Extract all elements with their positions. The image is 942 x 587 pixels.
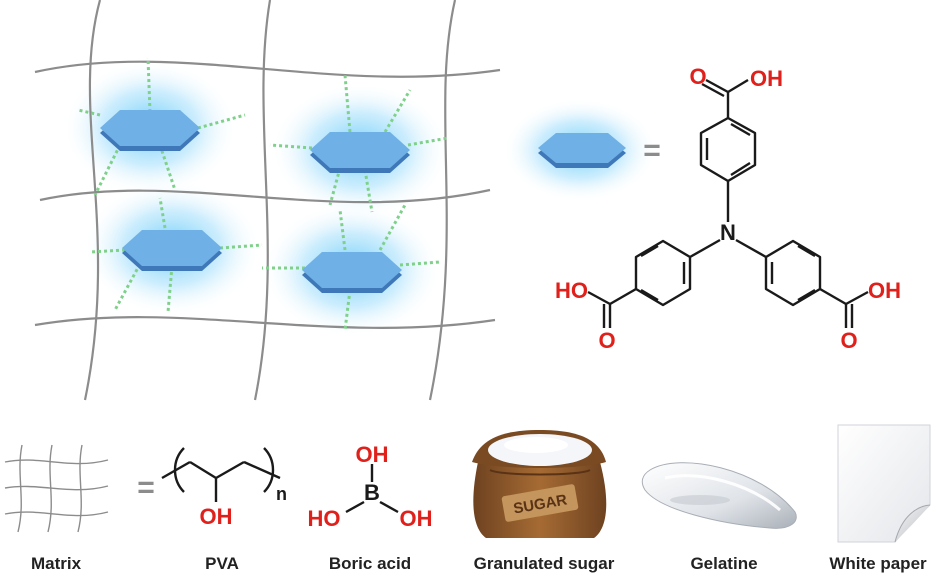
gelatine-drop-icon	[641, 462, 797, 529]
label-boric-acid: Boric acid	[328, 554, 412, 573]
left-hydroxyl: HO	[555, 278, 588, 303]
pva-structure: n OH	[161, 447, 287, 529]
boric-right-hydroxyl: OH	[400, 506, 433, 531]
matrix-equals-sign: =	[137, 471, 155, 504]
right-carbonyl-o: O	[840, 328, 857, 353]
network-strand	[83, 0, 102, 401]
top-carbonyl-o: O	[689, 64, 706, 89]
label-white-paper: White paper	[829, 554, 927, 573]
network-strand	[253, 0, 272, 401]
top-hydroxyl: OH	[750, 66, 783, 91]
boric-top-hydroxyl: OH	[356, 442, 389, 467]
boric-left-hydroxyl: HO	[308, 506, 341, 531]
benzene-ring-right	[764, 239, 822, 307]
boric-acid-structure: OH B HO OH	[308, 442, 433, 531]
label-pva: PVA	[205, 554, 239, 573]
label-granulated-sugar: Granulated sugar	[473, 554, 615, 573]
network-strand	[39, 188, 491, 204]
polymer-network	[34, 0, 501, 401]
tricarboxylic-acid-structure: N O OH HO O OH O	[555, 64, 901, 353]
fluorophore-hexagons	[100, 110, 626, 293]
molecule-equals-sign: =	[643, 134, 661, 167]
network-strand	[34, 60, 501, 78]
hexagon-tile	[122, 230, 222, 271]
hexagon-tile	[100, 110, 200, 151]
label-gelatine: Gelatine	[690, 554, 758, 573]
pva-subscript: n	[276, 484, 287, 504]
right-bracket	[263, 447, 275, 493]
white-paper-icon	[837, 424, 931, 543]
network-strand	[34, 316, 496, 329]
hexagon-tile	[310, 132, 410, 173]
benzene-ring-left	[634, 239, 692, 307]
boron-atom: B	[364, 480, 380, 505]
matrix-grid-icon	[4, 444, 109, 533]
nitrogen-atom: N	[720, 220, 736, 245]
hexagon-tile	[302, 252, 402, 293]
label-matrix: Matrix	[30, 554, 82, 573]
network-strand	[428, 0, 457, 401]
hydrogen-bonds	[77, 57, 449, 331]
hexagon-legend-tile	[538, 133, 626, 168]
benzene-ring-top	[699, 116, 757, 183]
left-carbonyl-o: O	[598, 328, 615, 353]
sugar-sack-icon: SUGAR	[472, 430, 607, 538]
pva-hydroxyl: OH	[200, 504, 233, 529]
right-hydroxyl: OH	[868, 278, 901, 303]
